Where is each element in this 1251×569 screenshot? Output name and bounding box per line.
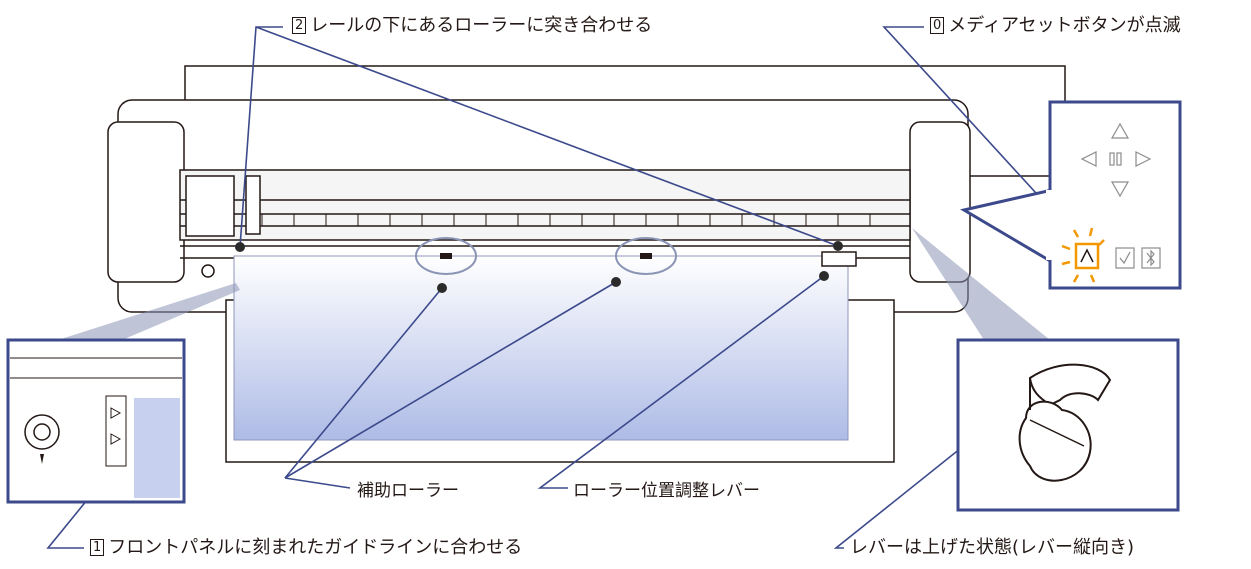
step1-number: 1 [90, 539, 105, 556]
step0-number: 0 [930, 17, 945, 34]
right-arrow-icon [1135, 151, 1152, 167]
down-arrow-icon [1110, 181, 1130, 198]
dot-step2-right [833, 241, 843, 251]
machine-left-end [107, 121, 185, 283]
guideline-callout [6, 283, 240, 504]
check-icon [1115, 247, 1135, 269]
rail-area [179, 169, 911, 241]
control-panel-callout [959, 100, 1182, 290]
roller-highlights [415, 237, 677, 275]
step2-text: レールの下にあるローラーに突き合わせる [310, 15, 653, 36]
left-arrow-icon [1080, 151, 1097, 167]
label-aux-roller: 補助ローラー [357, 481, 459, 501]
lever-illustration [1018, 363, 1112, 482]
step1-text: フロントパネルに刻まれたガイドラインに合わせる [108, 537, 523, 558]
label-lever-up: レバーは上げた状態(レバー縦向き) [850, 537, 1135, 558]
label-roller-lever: ローラー位置調整レバー [573, 481, 760, 501]
front-panel-mark [201, 264, 215, 278]
dot-step2-left [235, 242, 245, 252]
dot-aux-left [437, 283, 447, 293]
aux-roller-right-mark [640, 253, 652, 259]
dot-lever [819, 271, 829, 281]
up-arrow-icon [1110, 122, 1130, 139]
lever-detail-callout [912, 228, 1180, 512]
blink-rays [1061, 227, 1105, 283]
leader-lines [46, 26, 1069, 549]
tool-carriage [185, 175, 235, 237]
aux-roller-left-mark [440, 253, 452, 259]
media-sheet [233, 255, 849, 441]
pause-icon [1109, 152, 1115, 166]
step0-text: メディアセットボタンが点滅 [948, 15, 1181, 36]
load-media-icon [1074, 242, 1100, 270]
dot-aux-right [611, 277, 621, 287]
aux-roller-right [615, 237, 677, 275]
roller-adjust-lever [821, 251, 857, 267]
callout-media-edge [134, 398, 180, 498]
step2-number: 2 [292, 17, 307, 34]
bluetooth-icon [1141, 247, 1161, 269]
rail-ticks [261, 214, 871, 226]
aux-roller-left [415, 237, 477, 275]
